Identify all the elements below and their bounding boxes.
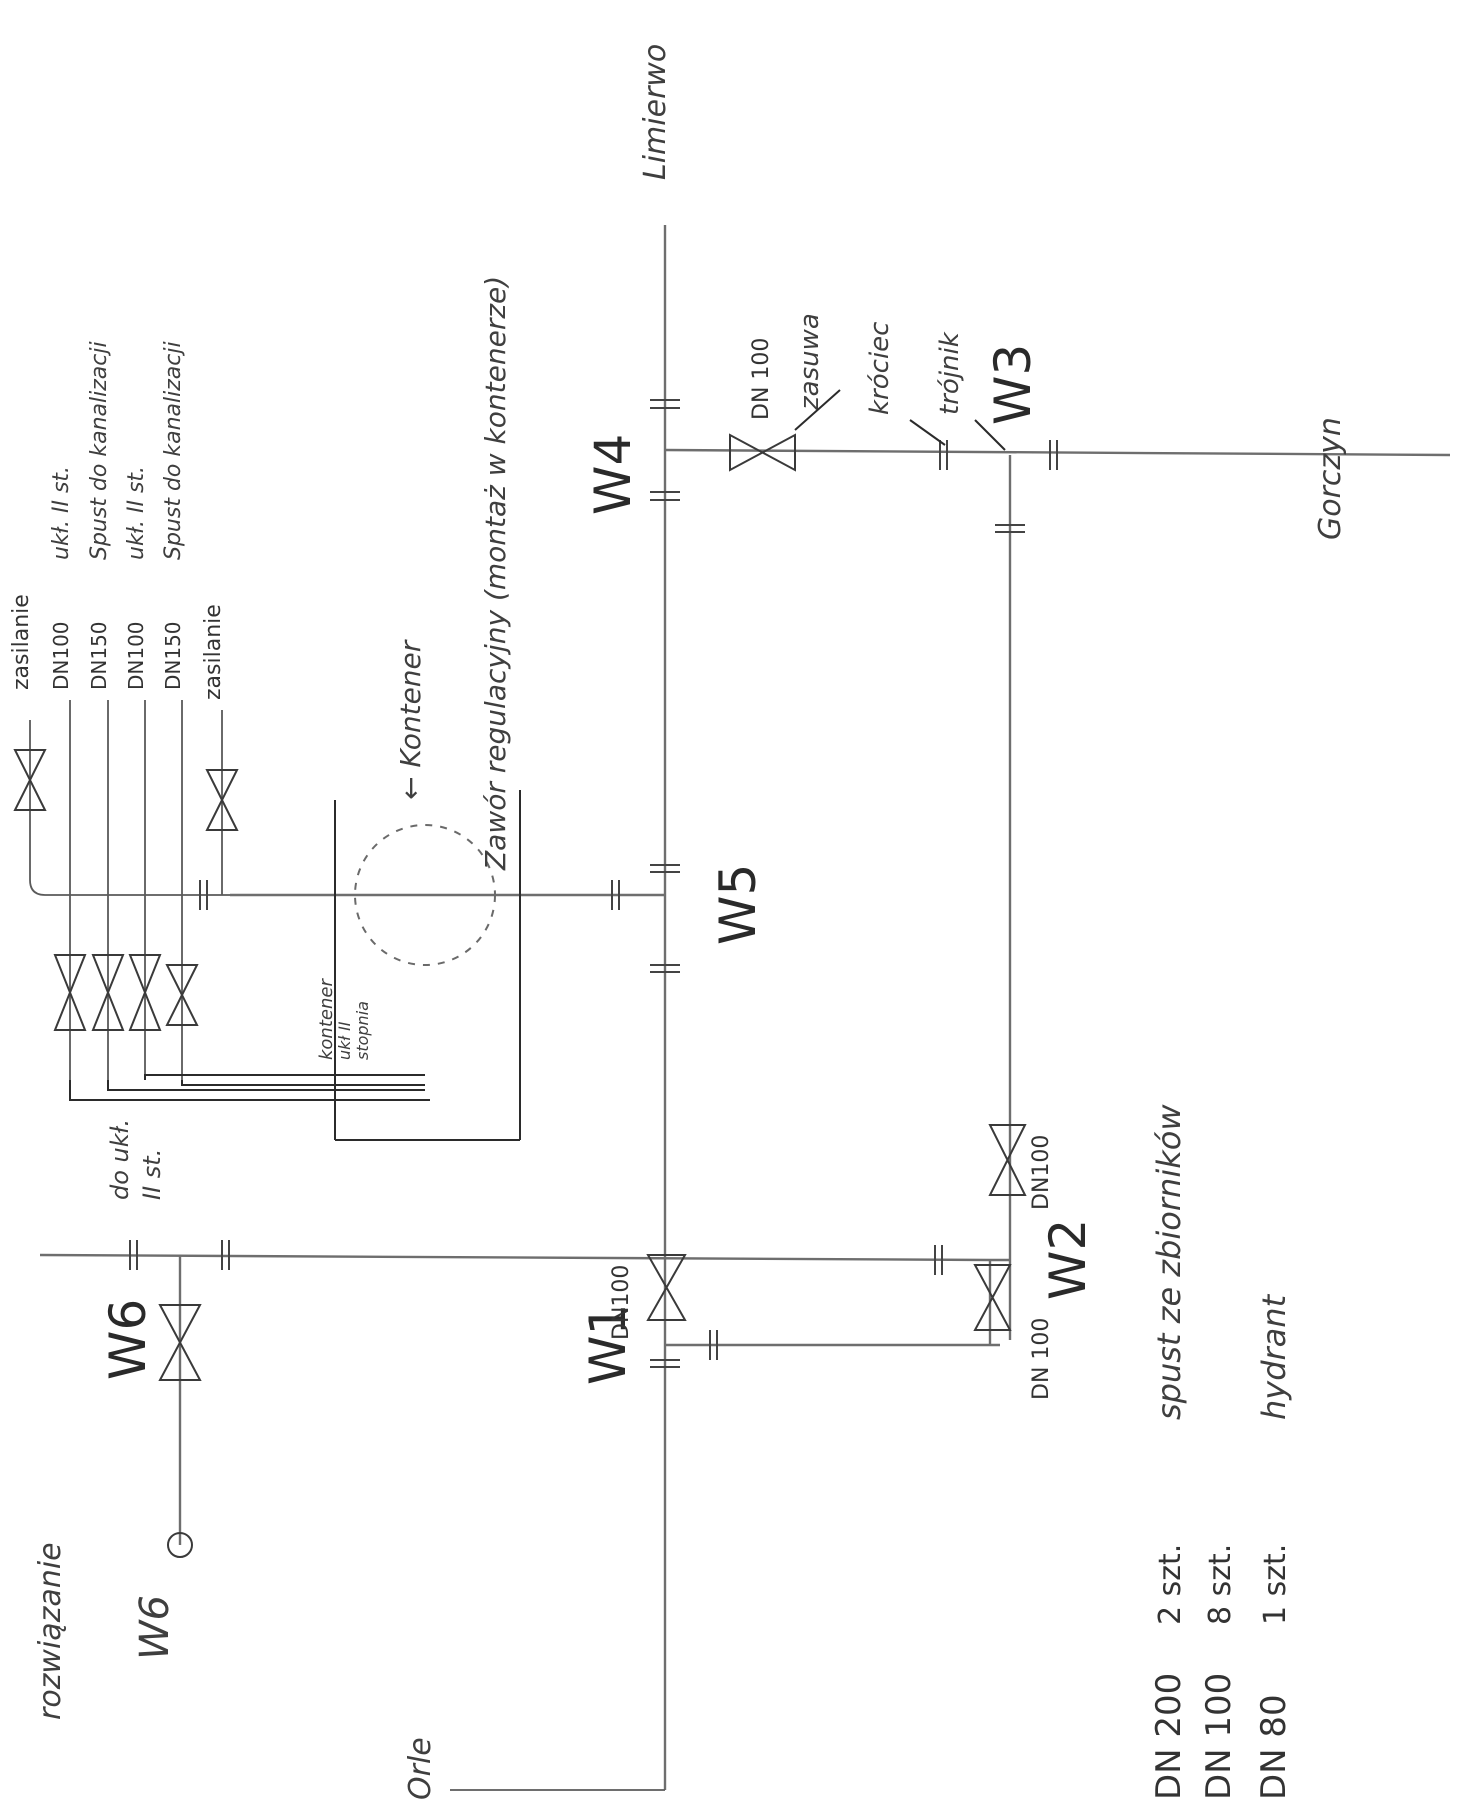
- fitting-trojnik: trójnik: [935, 331, 965, 415]
- container-box: [334, 790, 521, 1141]
- node-w3: W3: [984, 344, 1042, 425]
- node-w2: W2: [1039, 1219, 1097, 1300]
- branch-1-dn: DN100: [49, 621, 73, 690]
- branch-4-desc: Spust do kanalizacji: [161, 341, 186, 560]
- hydrant-symbol: [167, 1532, 193, 1558]
- manifold-valve-2: [91, 954, 125, 1031]
- node-w4: W4: [584, 434, 642, 515]
- legend-2-dn: DN 80: [1254, 1694, 1294, 1800]
- legend-0-dn: DN 200: [1149, 1673, 1189, 1800]
- branch-5-desc: zasilanie: [201, 604, 226, 700]
- flanges: [129, 399, 1058, 1368]
- branch-3-desc: ukł. II st.: [124, 466, 149, 560]
- manifold: [29, 700, 430, 1101]
- w2-valve-lower: [973, 1264, 1012, 1331]
- branch-1-desc: ukł. II st.: [49, 466, 74, 560]
- container-inner-label-2: ukł II: [335, 1021, 354, 1060]
- branch-2-desc: Spust do kanalizacji: [87, 341, 112, 560]
- container-inner-label-1: kontener: [316, 978, 337, 1060]
- manifold-bottom-label-1: do ukł.: [106, 1119, 134, 1200]
- legend-2-qty: 1 szt.: [1258, 1544, 1293, 1625]
- w1-valve: [646, 1254, 687, 1321]
- w6-horizontal-pipe: [39, 1253, 991, 1262]
- direction-orle: Orle: [403, 1737, 438, 1800]
- w6-valve: [158, 1304, 202, 1381]
- direction-gorczyn: Gorczyn: [1313, 417, 1348, 540]
- branch-2-dn: DN150: [87, 621, 111, 690]
- w2-valve-upper: [988, 1124, 1027, 1196]
- zasuwa-pointer: [794, 389, 841, 431]
- regulating-valve-circle: [354, 824, 496, 966]
- fitting-krociec: króciec: [865, 322, 895, 415]
- legend-0-qty: 2 szt.: [1153, 1544, 1188, 1625]
- direction-limierwo: Limierwo: [638, 44, 673, 180]
- dn-w2-right: DN100: [1029, 1135, 1054, 1210]
- manifold-valve-4: [165, 964, 199, 1026]
- dn-w1: DN100: [609, 1265, 634, 1340]
- legend-2-desc: hydrant: [1255, 1293, 1293, 1420]
- node-w1: W1: [579, 1304, 637, 1385]
- manifold-valve-1: [53, 954, 87, 1031]
- manifold-link-1: [69, 1080, 430, 1101]
- regulating-valve-label: Zawór regulacyjny (montaż w kontenerze): [479, 276, 512, 871]
- zasilanie-bottom-valve: [205, 769, 239, 831]
- dn-w2-left: DN 100: [1029, 1318, 1054, 1400]
- node-w5: W5: [709, 864, 767, 945]
- node-w6: W6: [99, 1299, 157, 1380]
- zasilanie-top-valve: [13, 749, 47, 811]
- trojnik-pointer: [974, 419, 1006, 451]
- krociec-pointer: [909, 419, 946, 446]
- manifold-link-4: [181, 1080, 425, 1086]
- manifold-link-3: [144, 1074, 425, 1080]
- w4-valve: [729, 433, 796, 472]
- manifold-link-2: [107, 1080, 425, 1091]
- container-arrow-label: ← Kontener: [394, 639, 427, 800]
- branch-0-desc: zasilanie: [9, 594, 34, 690]
- zasilanie-top-pipe: [29, 720, 230, 896]
- header-w6-label: W6: [132, 1595, 178, 1660]
- legend-1-qty: 8 szt.: [1203, 1544, 1238, 1625]
- branch-4-dn: DN150: [161, 621, 185, 690]
- legend-1-dn: DN 100: [1199, 1673, 1239, 1800]
- header-label: rozwiązanie: [33, 1542, 68, 1720]
- legend-0-desc: spust ze zbiorników: [1150, 1104, 1188, 1420]
- container-inner-label-3: stopnia: [353, 1001, 372, 1060]
- fitting-zasuwa: zasuwa: [795, 313, 825, 411]
- dn-w4: DN 100: [749, 338, 774, 420]
- manifold-valve-3: [128, 954, 162, 1031]
- branch-3-dn: DN100: [124, 621, 148, 690]
- valves: [13, 433, 1027, 1558]
- manifold-bottom-label-2: II st.: [138, 1149, 166, 1200]
- main-pipes: [39, 225, 1451, 1791]
